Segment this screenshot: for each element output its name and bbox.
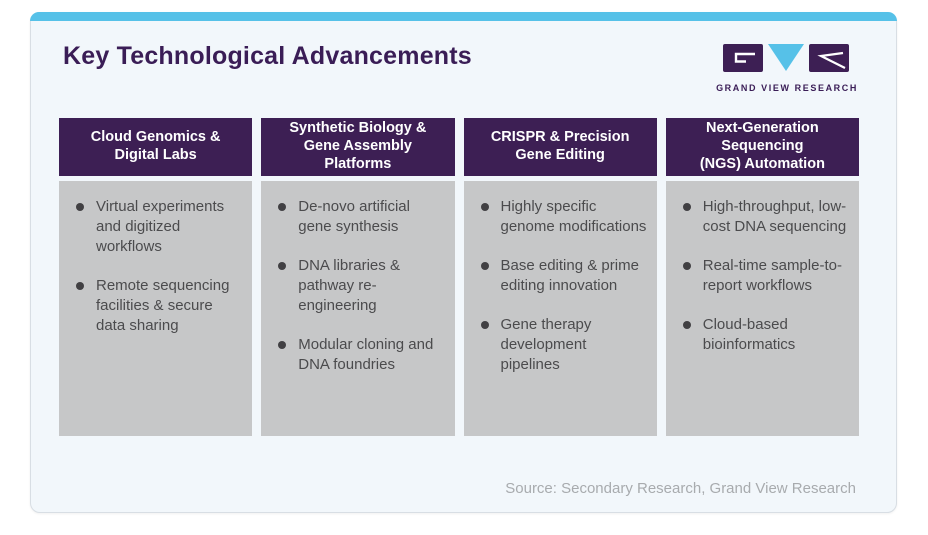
- bullet-icon: [278, 340, 287, 349]
- bullet-icon: [76, 203, 84, 211]
- list-item-text: Cloud-based bioinformatics: [702, 315, 796, 353]
- list-item-text: High-throughput, low-cost DNA sequencing: [702, 198, 847, 235]
- source-attribution: Source: Secondary Research, Grand View R…: [505, 480, 856, 497]
- list-item: Highly specific genome modifications: [479, 197, 649, 237]
- slide-card: Key Technological Advancements GRAND VIE…: [30, 12, 897, 513]
- column-body: Virtual experiments and digitized workfl…: [59, 181, 253, 436]
- list-item: Gene therapy development pipelines: [479, 315, 649, 375]
- list-item-text: Modular cloning and DNA foundries: [298, 335, 434, 373]
- bullet-list: De-novo artificial gene synthesis DNA li…: [276, 197, 446, 375]
- list-item: Base editing & prime editing innovation: [479, 256, 649, 296]
- list-item: Cloud-based bioinformatics: [681, 315, 851, 355]
- bullet-icon: [480, 203, 489, 211]
- column-crispr: CRISPR & Precision Gene Editing Highly s…: [463, 118, 657, 436]
- column-body: De-novo artificial gene synthesis DNA li…: [261, 181, 455, 436]
- bullet-icon: [278, 261, 287, 270]
- list-item: Real-time sample-to-report workflows: [681, 256, 851, 296]
- list-item-text: Remote sequencing facilities & secure da…: [96, 276, 230, 334]
- list-item: High-throughput, low-cost DNA sequencing: [681, 197, 851, 237]
- column-header: CRISPR & Precision Gene Editing: [463, 118, 657, 176]
- list-item: DNA libraries & pathway re-engineering: [276, 256, 446, 316]
- column-header: Synthetic Biology & Gene Assembly Platfo…: [261, 118, 455, 176]
- column-body: High-throughput, low-cost DNA sequencing…: [665, 181, 859, 436]
- list-item-text: Virtual experiments and digitized workfl…: [96, 198, 225, 255]
- bullet-icon: [480, 261, 489, 270]
- list-item: Remote sequencing facilities & secure da…: [74, 276, 244, 336]
- bullet-icon: [480, 320, 489, 329]
- columns-grid: Cloud Genomics & Digital Labs Virtual ex…: [59, 118, 859, 436]
- bullet-icon: [682, 320, 691, 329]
- list-item: De-novo artificial gene synthesis: [276, 197, 446, 237]
- list-item-text: Highly specific genome modifications: [500, 198, 647, 235]
- top-accent-bar: [30, 12, 897, 21]
- header-row: Key Technological Advancements GRAND VIE…: [31, 22, 896, 93]
- list-item: Virtual experiments and digitized workfl…: [74, 197, 244, 257]
- logo-caption: GRAND VIEW RESEARCH: [716, 83, 858, 93]
- gvr-logo-icon: [723, 44, 851, 79]
- list-item-text: DNA libraries & pathway re-engineering: [298, 256, 400, 314]
- column-body: Highly specific genome modifications Bas…: [463, 181, 657, 436]
- bullet-list: High-throughput, low-cost DNA sequencing…: [681, 197, 851, 355]
- column-synthetic-biology: Synthetic Biology & Gene Assembly Platfo…: [261, 118, 455, 436]
- bullet-icon: [682, 203, 691, 211]
- column-header: Next-Generation Sequencing (NGS) Automat…: [665, 118, 859, 176]
- list-item-text: Real-time sample-to-report workflows: [702, 256, 842, 294]
- grand-view-research-logo: GRAND VIEW RESEARCH: [716, 44, 858, 93]
- list-item-text: Base editing & prime editing innovation: [500, 256, 639, 294]
- bullet-icon: [76, 281, 84, 290]
- bullet-icon: [278, 203, 287, 211]
- column-cloud-genomics: Cloud Genomics & Digital Labs Virtual ex…: [59, 118, 253, 436]
- bullet-icon: [682, 261, 691, 270]
- list-item-text: De-novo artificial gene synthesis: [298, 198, 410, 235]
- column-header: Cloud Genomics & Digital Labs: [59, 118, 253, 176]
- bullet-list: Virtual experiments and digitized workfl…: [74, 197, 244, 336]
- page-title: Key Technological Advancements: [63, 42, 472, 70]
- list-item-text: Gene therapy development pipelines: [500, 315, 592, 373]
- column-ngs-automation: Next-Generation Sequencing (NGS) Automat…: [665, 118, 859, 436]
- bullet-list: Highly specific genome modifications Bas…: [479, 197, 649, 375]
- list-item: Modular cloning and DNA foundries: [276, 335, 446, 375]
